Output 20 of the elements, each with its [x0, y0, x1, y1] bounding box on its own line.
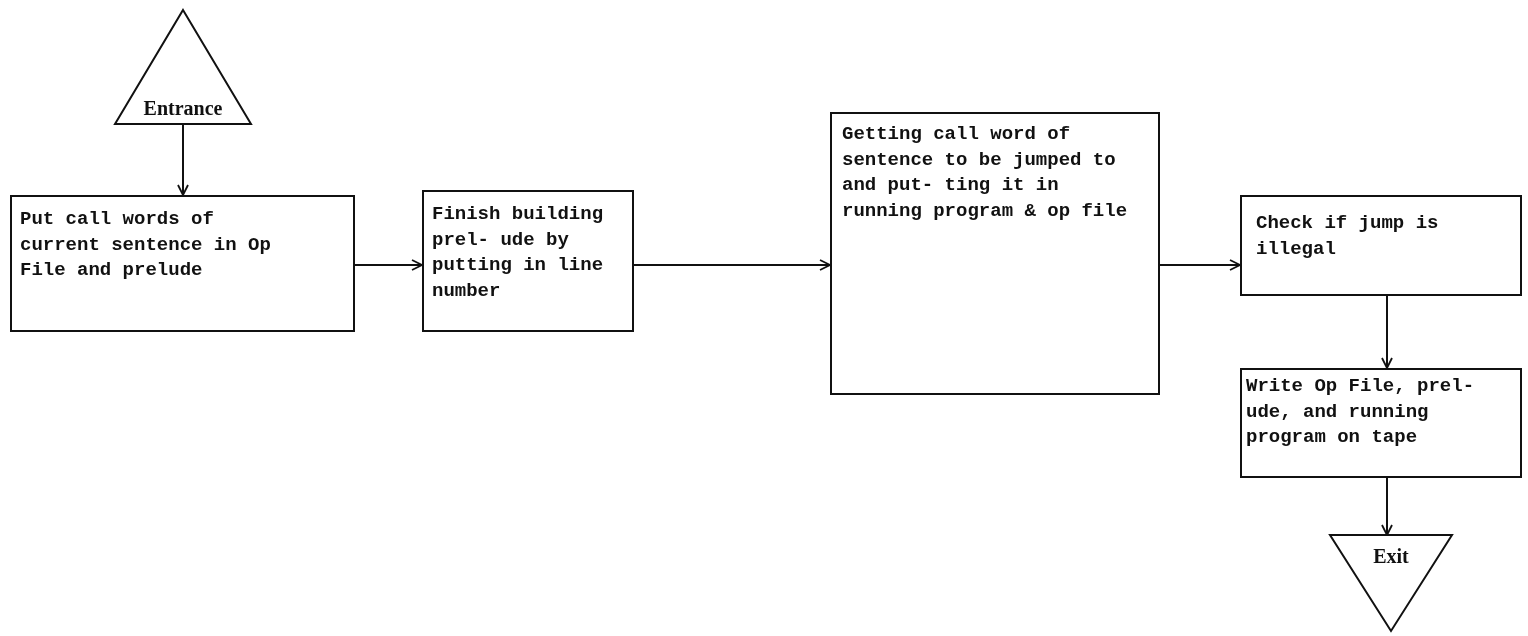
node-label: Check if jump is illegal [1256, 211, 1440, 262]
process-box [422, 190, 634, 332]
node-label: Put call words of current sentence in Op File and prelude [20, 207, 272, 284]
arrow [177, 123, 189, 196]
node-label: Finish building prel- ude by putting in line number [432, 202, 605, 304]
process-box [830, 112, 1160, 395]
process-box [1240, 368, 1522, 478]
node-label: Entrance [142, 96, 224, 121]
process-box [1240, 195, 1522, 296]
entrance-triangle [115, 10, 251, 124]
node-label: Getting call word of sentence to be jumped to and put- ting it in running program & op file [842, 122, 1129, 224]
arrow [1159, 259, 1241, 271]
arrow [1381, 295, 1393, 369]
process-box [10, 195, 355, 332]
arrow [354, 259, 423, 271]
exit-triangle [1330, 535, 1452, 631]
arrow [633, 259, 831, 271]
arrow [1381, 477, 1393, 536]
node-label: Write Op File, prel- ude, and running program on tape [1246, 374, 1476, 451]
node-label: Exit [1372, 544, 1410, 569]
